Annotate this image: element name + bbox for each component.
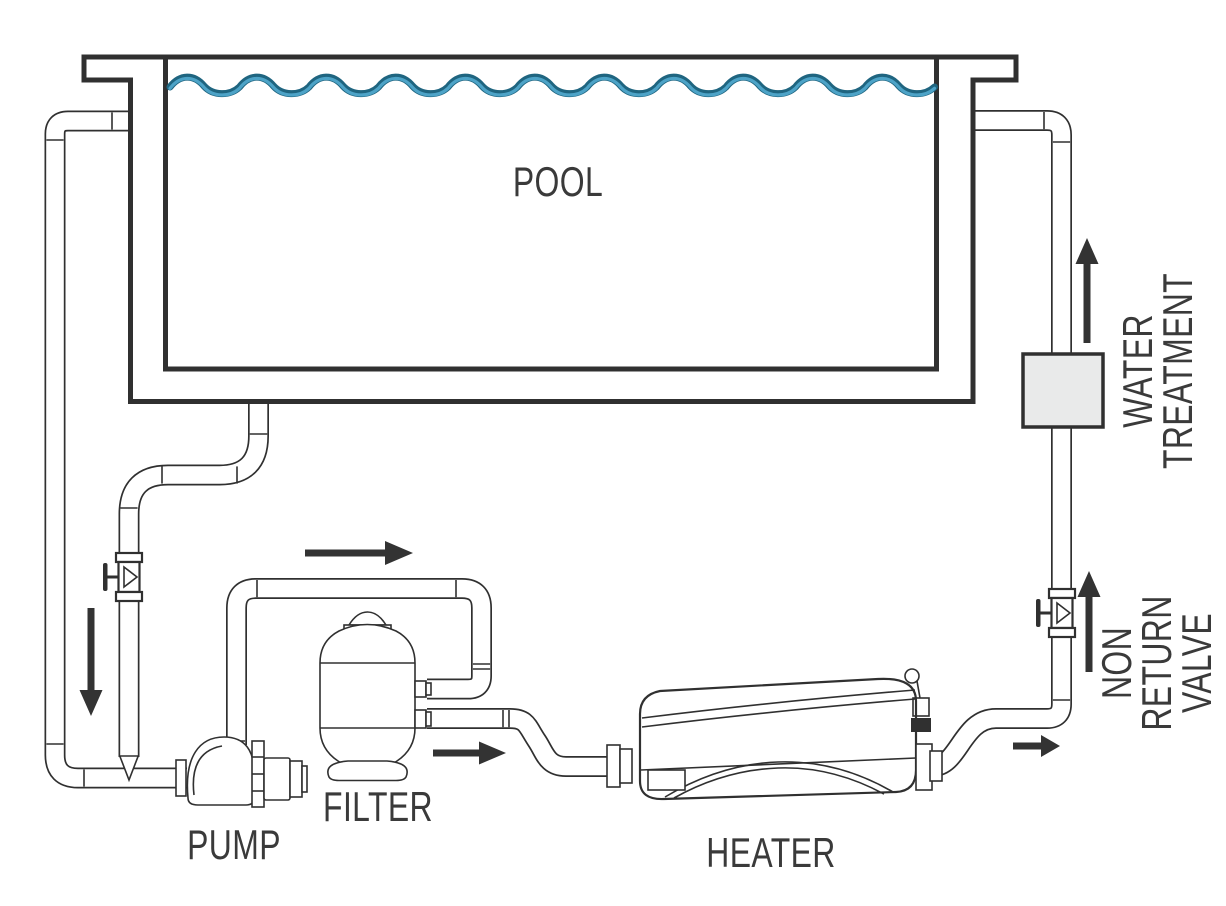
filter-graphic <box>319 611 432 782</box>
non-return-valve-flow-arrow <box>1077 571 1101 672</box>
skimmer-pipe <box>44 110 187 789</box>
water-treatment-label: WATER TREATMENT <box>1114 272 1201 470</box>
pool-outer-wall <box>81 54 1019 404</box>
pump-label: PUMP <box>187 821 281 869</box>
non-return-valve-label: NON RETURN VALVE <box>1093 595 1220 731</box>
pump-to-filter-flow-arrow <box>305 541 413 565</box>
water-surface-wave <box>166 73 938 98</box>
non-return-valve-symbol <box>1034 587 1077 639</box>
heater-graphic <box>606 668 943 801</box>
filter-label: FILTER <box>323 783 433 831</box>
filter-inlet-port <box>414 680 427 698</box>
filter-to-heater-flow-arrow <box>433 741 506 765</box>
pool-drain-flow-arrow <box>79 608 103 716</box>
pump-graphic <box>175 736 308 808</box>
heater-to-riser-flow-arrow <box>1013 735 1060 757</box>
filter-base <box>327 760 408 782</box>
heater-label: HEATER <box>706 829 836 877</box>
filter-lid <box>347 611 388 626</box>
flow-arrows <box>79 238 1101 765</box>
pipe-end-arrow-tip <box>118 755 140 783</box>
drain-pipe <box>118 404 269 783</box>
filter-to-heater-pipe <box>427 708 616 777</box>
pool-inner-wall <box>163 55 939 372</box>
heater-cable <box>904 668 931 732</box>
pool-basin <box>81 54 1019 404</box>
return-riser-pipe <box>931 110 1072 777</box>
filter-tank <box>319 623 416 772</box>
drain-valve-symbol <box>101 551 144 603</box>
filter-outlet-port <box>414 709 427 729</box>
water-treatment-flow-arrow <box>1075 238 1099 343</box>
water-treatment-box <box>1021 352 1105 429</box>
pool-label: POOL <box>512 158 604 206</box>
